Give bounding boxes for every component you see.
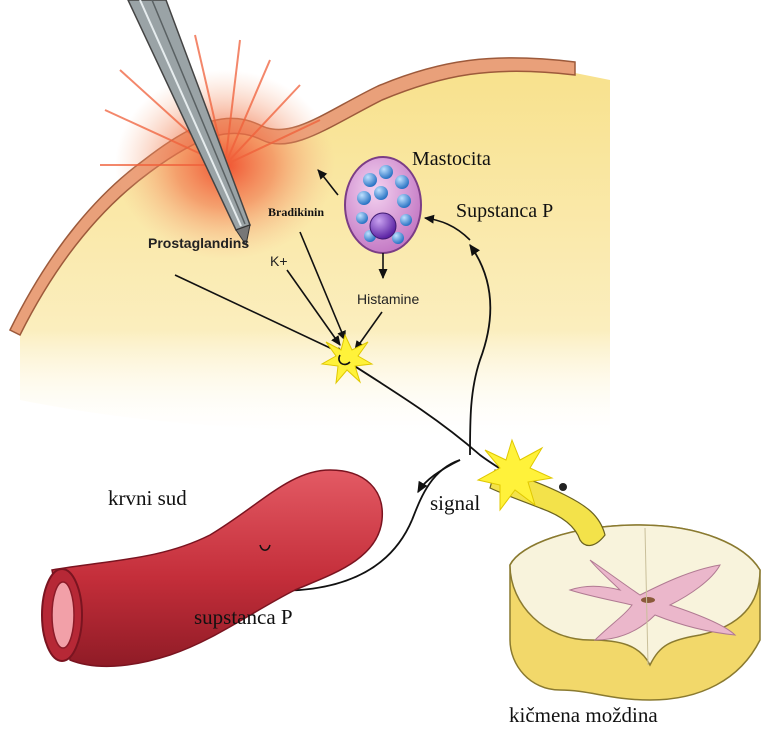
label-histamine: Histamine	[357, 291, 419, 307]
label-k-plus: K+	[270, 253, 288, 269]
label-bradikinin: Bradikinin	[268, 205, 324, 219]
label-mastocita: Mastocita	[412, 148, 491, 170]
spinal-cord	[510, 525, 760, 700]
label-signal: signal	[430, 491, 480, 515]
label-krvni-sud: krvni sud	[108, 486, 187, 510]
label-supstanca-p-lower: supstanca P	[194, 605, 293, 629]
label-supstanca-p-upper: Supstanca P	[456, 200, 553, 222]
blood-vessel	[42, 470, 382, 666]
mast-cell	[345, 157, 421, 253]
label-prostaglandins: Prostaglandins	[148, 235, 249, 251]
label-kicmena-mozdina: kičmena moždina	[509, 703, 658, 727]
nucleus	[370, 213, 396, 239]
